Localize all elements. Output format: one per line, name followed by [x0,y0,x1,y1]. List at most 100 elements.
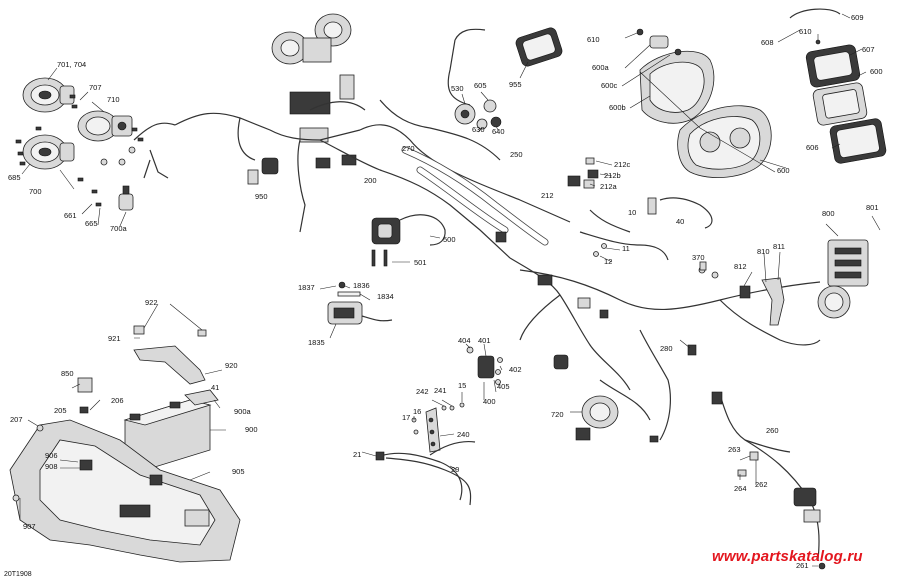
callout-609: 609 [851,13,864,22]
callout-370: 370 [692,253,705,262]
callout-685: 685 [8,173,21,182]
callout-600b: 600b [609,103,626,112]
callout-241: 241 [434,386,447,395]
connectors-misc [495,197,826,570]
callout-700: 700 [29,187,42,196]
callout-500: 500 [443,235,456,244]
callout-11: 11 [622,244,630,253]
callout-501: 501 [414,258,427,267]
callout-811: 811 [773,242,785,251]
callout-402: 402 [509,365,522,374]
bracket-810-group [698,251,785,326]
callout-707: 707 [89,83,102,92]
battery-900 [71,377,226,471]
callout-263: 263 [728,445,741,454]
horn-720 [570,395,619,441]
callout-907: 907 [23,522,36,531]
callout-207: 207 [10,415,23,424]
ecu-800 [817,215,881,319]
bulb-socket-700a [118,185,134,211]
callout-850: 850 [61,369,74,378]
callout-630: 630 [472,125,485,134]
switch-group [454,91,502,133]
callout-1834: 1834 [377,292,394,301]
callout-280: 280 [660,344,673,353]
callout-250: 250 [510,150,523,159]
callout-905: 905 [232,467,245,476]
battery-tray-905 [9,419,241,563]
callout-801: 801 [866,203,879,212]
cluster-exploded-group [777,8,887,164]
callout-900a: 900a [234,407,251,416]
callout-10: 10 [628,208,637,217]
instrument-cluster-group [621,28,787,178]
callout-270: 270 [402,144,415,153]
callout-40: 40 [676,217,685,226]
callout-16: 16 [413,407,422,416]
callout-205: 205 [54,406,67,415]
headlamp-lower [22,134,75,170]
callout-12: 12 [604,257,613,266]
callout-1835: 1835 [308,338,325,347]
air-hose-group [401,146,549,246]
headlamp-screws [15,94,144,207]
callout-405: 405 [497,382,510,391]
callout-812: 812 [734,262,747,271]
headlamp-middle [77,110,133,142]
callout-264: 264 [734,484,747,493]
diagram-code: 20T1908 [4,571,32,578]
callout-404: 404 [458,336,471,345]
callout-240: 240 [457,430,470,439]
callout-600-right: 600 [870,67,883,76]
callout-21: 21 [353,450,362,459]
callout-701-704: 701, 704 [57,60,87,69]
callout-922: 922 [145,298,158,307]
callout-1837: 1837 [298,283,315,292]
callout-261: 261 [796,561,809,570]
callout-608: 608 [761,38,774,47]
callout-900: 900 [245,425,258,434]
callout-606: 606 [806,143,819,152]
callout-607: 607 [862,45,875,54]
callout-260: 260 [766,426,779,435]
callout-530: 530 [451,84,464,93]
headlamp-upper [22,77,75,113]
headlamp-group [15,67,176,227]
callout-400: 400 [483,397,496,406]
callout-1836: 1836 [353,281,370,290]
callout-401: 401 [478,336,491,345]
callout-17: 17 [402,413,411,422]
cable-20 [361,440,476,506]
callout-262: 262 [755,480,768,489]
callout-212: 212 [541,191,554,200]
callout-600-lower: 600 [777,166,790,175]
callout-955: 955 [509,80,522,89]
callout-200: 200 [364,176,377,185]
module-1835 [319,281,393,339]
callout-920: 920 [225,361,238,370]
battery-bracket-group [133,303,223,385]
callout-20: 20 [451,465,460,474]
callout-710: 710 [107,95,120,104]
callout-720: 720 [551,410,564,419]
callout-600c: 600c [601,81,618,90]
callout-206: 206 [111,396,124,405]
callout-665: 665 [85,219,98,228]
callout-242: 242 [416,387,429,396]
relay-group-212 [567,157,613,189]
callout-661: 661 [64,211,77,220]
callout-15: 15 [458,381,467,390]
callout-212b: 212b [604,171,621,180]
callout-212a: 212a [600,182,617,191]
callout-610-a: 610 [587,35,600,44]
callout-212c: 212c [614,160,631,169]
display-955 [515,27,563,79]
bracket-500 [371,214,446,267]
callout-605: 605 [474,81,487,90]
bracket-240 [411,392,465,453]
callout-41: 41 [211,383,220,392]
relay-400-group [465,343,503,400]
watermark-url[interactable]: www.partskatalog.ru [712,548,863,565]
